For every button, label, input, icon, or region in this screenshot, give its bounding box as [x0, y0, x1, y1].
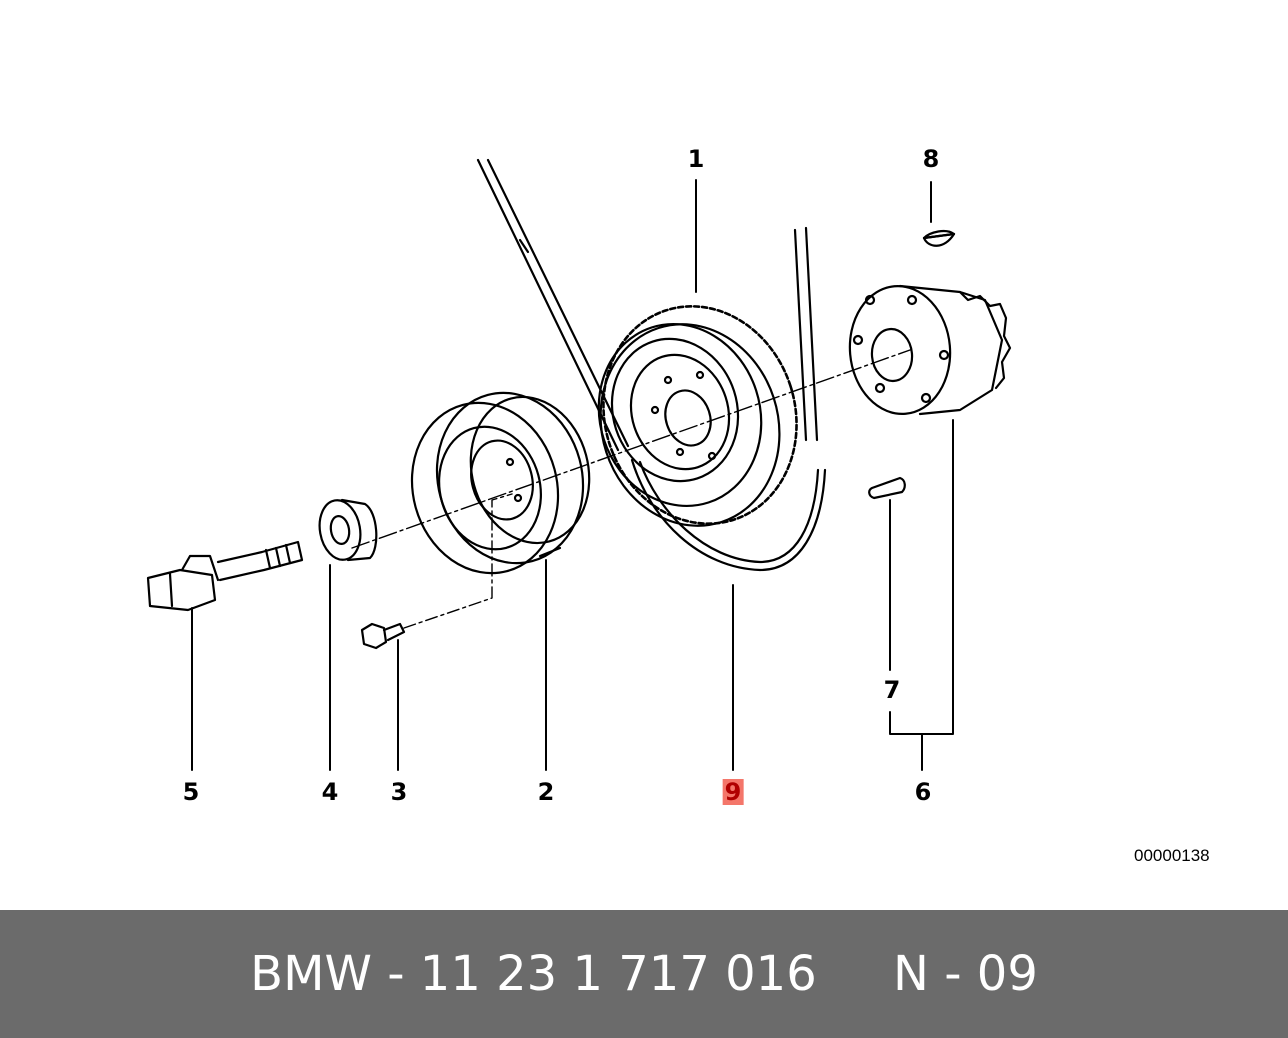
callout-2: 2 — [537, 778, 555, 806]
crankshaft-sprocket — [848, 284, 1012, 416]
footer-bar — [0, 910, 1288, 1038]
drawing-reference-number: 00000138 — [1134, 846, 1210, 865]
hex-bolt-small — [360, 493, 513, 650]
drive-belt — [476, 158, 827, 572]
dowel-pin — [868, 476, 906, 500]
leader-lines — [191, 179, 954, 771]
central-bolt — [146, 540, 304, 612]
exploded-view-drawing — [146, 158, 1012, 771]
callout-4: 4 — [321, 778, 339, 806]
woodruff-key — [922, 229, 956, 247]
callout-7: 7 — [883, 676, 901, 704]
center-axis-line — [351, 349, 911, 549]
callout-1: 1 — [687, 145, 705, 173]
callout-8: 8 — [922, 145, 940, 173]
hub-with-sensor-ring — [597, 305, 798, 527]
callout-3: 3 — [390, 778, 408, 806]
spacer-washer — [318, 498, 378, 562]
parts-diagram: 1 2 3 4 5 6 7 8 9 00000138 — [146, 145, 1210, 865]
part-number-caption: BMW - 11 23 1 717 016 N - 09 — [250, 946, 1038, 1002]
callout-6: 6 — [914, 778, 932, 806]
callout-9-highlighted: 9 — [722, 778, 744, 806]
belt-pulley — [410, 391, 591, 575]
callout-5: 5 — [182, 778, 200, 806]
